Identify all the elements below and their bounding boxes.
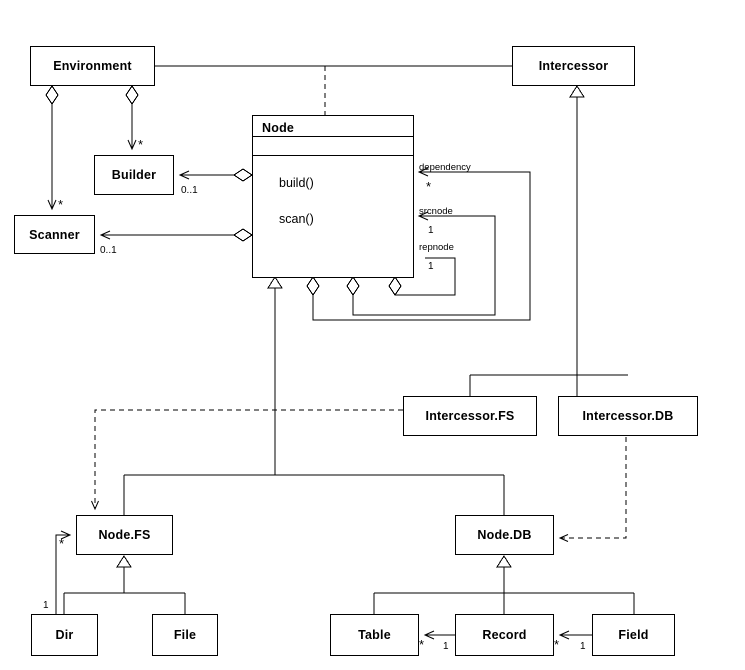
class-box-file[interactable]: File (152, 614, 218, 656)
class-name-table: Table (358, 628, 391, 642)
edge-node-self-srcnode (346, 211, 496, 316)
class-name-node-db: Node.DB (477, 528, 532, 542)
label-dir-nodefs-star: * (59, 536, 65, 551)
edge-nodefs-subclasses-generalization (63, 555, 186, 614)
label-node-scanner-multiplicity: 0..1 (100, 245, 117, 256)
edge-dir-nodefs-association (55, 530, 72, 614)
class-box-builder[interactable]: Builder (94, 155, 174, 195)
class-name-builder: Builder (111, 168, 157, 182)
label-node-builder-multiplicity: 0..1 (181, 185, 198, 196)
class-box-node[interactable]: Node build() scan() (252, 115, 414, 278)
label-environment-scanner-multiplicity: * (58, 197, 64, 212)
operation-scan: scan() (279, 212, 314, 226)
edge-environment-scanner (45, 85, 59, 211)
class-box-table[interactable]: Table (330, 614, 419, 656)
class-name-scanner: Scanner (29, 227, 80, 242)
class-name-record: Record (482, 628, 527, 642)
class-name-node: Node (262, 121, 295, 135)
class-box-intercessor-db[interactable]: Intercessor.DB (558, 396, 698, 436)
class-name-intercessor-fs: Intercessor.FS (425, 409, 515, 423)
class-name-field: Field (618, 628, 649, 642)
class-box-record[interactable]: Record (455, 614, 554, 656)
class-attributes-compartment-node (253, 137, 413, 156)
class-name-environment: Environment (53, 59, 132, 73)
class-box-environment[interactable]: Environment (30, 46, 155, 86)
edge-nodedb-subclasses-generalization (373, 555, 635, 614)
class-box-intercessor-fs[interactable]: Intercessor.FS (403, 396, 537, 436)
class-name-intercessor-db: Intercessor.DB (582, 409, 674, 423)
edge-intercessordb-nodedb-dependency (558, 437, 627, 542)
edge-environment-builder (125, 85, 139, 151)
class-box-scanner[interactable]: Scanner (14, 215, 95, 254)
label-dir-nodefs-one: 1 (43, 600, 49, 611)
class-name-intercessor: Intercessor (538, 59, 609, 73)
edge-node-self-repnode (388, 257, 456, 296)
label-record-one: 1 (443, 641, 449, 652)
class-box-node-fs[interactable]: Node.FS (76, 515, 173, 555)
operation-build: build() (279, 176, 314, 190)
label-srcnode-role: srcnode (419, 206, 453, 217)
label-srcnode-multiplicity: 1 (428, 225, 434, 236)
edge-node-self-dependency (306, 167, 531, 321)
edge-intercessor-subclasses-generalization (469, 85, 628, 396)
label-environment-builder-multiplicity: * (138, 137, 144, 152)
label-table-star: * (419, 637, 425, 652)
class-box-field[interactable]: Field (592, 614, 675, 656)
class-name-node-fs: Node.FS (98, 528, 151, 542)
label-field-one: 1 (580, 641, 586, 652)
class-box-dir[interactable]: Dir (31, 614, 98, 656)
class-name-file: File (173, 628, 197, 642)
class-operations-compartment-node: build() scan() (253, 156, 413, 277)
edge-node-subclasses-generalization (123, 276, 505, 515)
class-name-dir: Dir (55, 628, 74, 642)
class-box-intercessor[interactable]: Intercessor (512, 46, 635, 86)
class-name-compartment-node: Node (253, 116, 413, 137)
label-dependency-role: dependency (419, 162, 471, 173)
edge-node-scanner (99, 228, 253, 242)
edge-node-builder (178, 168, 253, 182)
label-repnode-multiplicity: 1 (428, 261, 434, 272)
label-record-star: * (554, 637, 560, 652)
class-box-node-db[interactable]: Node.DB (455, 515, 554, 555)
edge-intercessorfs-nodefs-dependency (91, 409, 403, 511)
label-dependency-multiplicity: * (426, 179, 432, 194)
label-repnode-role: repnode (419, 242, 454, 253)
